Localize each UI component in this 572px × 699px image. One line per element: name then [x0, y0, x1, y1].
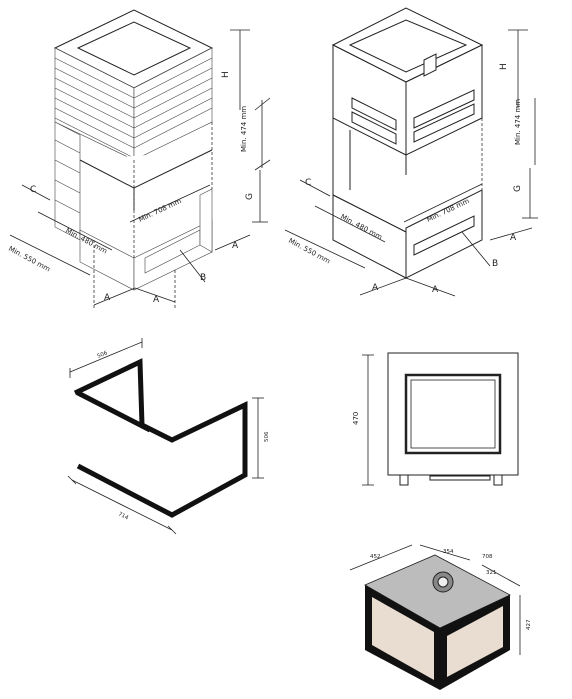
stove-dim-321: 321	[486, 570, 497, 576]
board-label-b: B	[492, 259, 498, 269]
frame-dim-right: 506	[264, 431, 270, 442]
brick-chimney-drawing: H Min. 474 mm G C Min. 708 mm Min. 480 m…	[7, 9, 271, 310]
board-label-a-side: A	[510, 233, 517, 243]
brick-label-min474: Min. 474 mm	[240, 106, 248, 152]
board-label-c: C	[305, 178, 311, 188]
brick-label-a-side: A	[232, 241, 239, 251]
board-label-g: G	[513, 185, 523, 192]
stove-iso-drawing: 452 354 708 321 427	[349, 544, 532, 690]
brick-courses-right	[133, 57, 213, 149]
brick-label-a-left: A	[104, 293, 111, 303]
front-dim-height: 470	[352, 412, 360, 425]
brick-label-min708: Min. 708 mm	[137, 197, 182, 224]
board-label-min550: Min. 550 mm	[287, 237, 332, 266]
brick-label-g: G	[245, 193, 255, 200]
stove-dim-708: 708	[482, 554, 493, 560]
brick-label-min474-line: Min. 474 mm	[240, 106, 248, 152]
board-chimney-drawing: H Min. 474 mm G C Min. 708 mm Min. 480 m…	[284, 7, 538, 297]
stove-dim-354: 354	[443, 549, 454, 555]
board-label-a-left: A	[372, 283, 379, 293]
board-label-min474: Min. 474 mm	[514, 99, 522, 145]
stove-dim-427: 427	[526, 619, 532, 630]
frame-dim-top: 506	[97, 350, 109, 360]
brick-label-h: H	[221, 71, 231, 78]
corner-frame-drawing: 506 506 714	[67, 338, 270, 535]
stove-dim-452: 452	[370, 554, 381, 560]
brick-courses-left	[54, 57, 135, 159]
brick-label-c: C	[30, 185, 36, 195]
brick-label-a-right: A	[153, 295, 160, 305]
board-label-a-right: A	[432, 285, 439, 295]
brick-label-b: B	[200, 273, 206, 283]
brick-label-min550: Min. 550 mm	[7, 245, 52, 274]
board-label-h: H	[499, 63, 509, 70]
frame-dim-bottom: 714	[117, 511, 130, 521]
front-view-drawing: 470	[352, 352, 519, 486]
